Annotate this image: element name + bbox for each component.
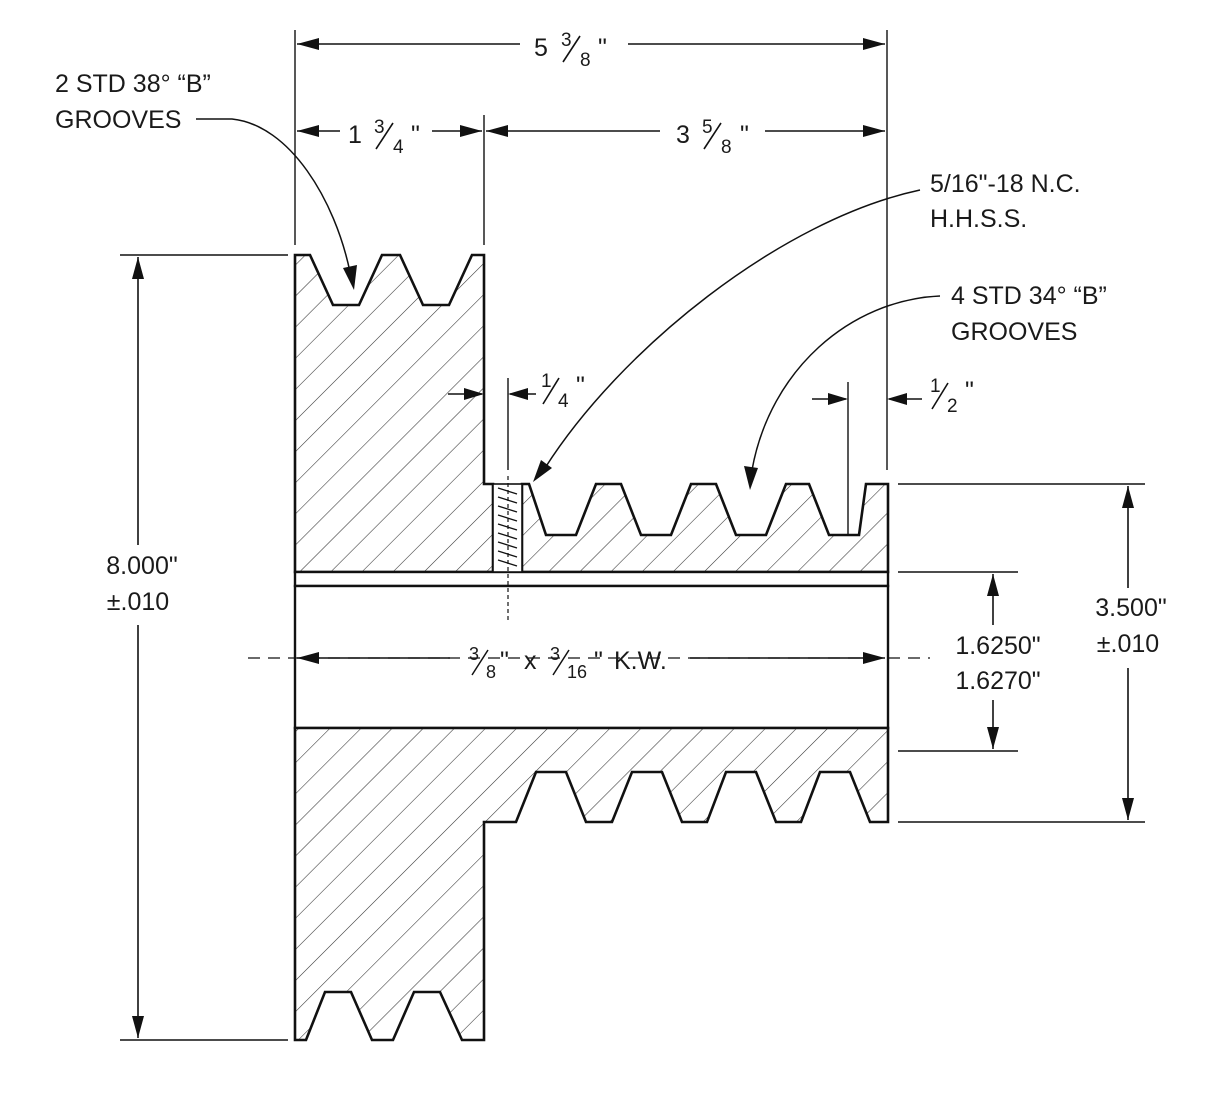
svg-text:": " (598, 34, 607, 62)
overall-length-label: 5 3 8 " (534, 30, 607, 71)
upper-section (293, 253, 495, 574)
svg-text:K.W.: K.W. (614, 647, 667, 675)
upper-small-hub-section (520, 482, 890, 574)
svg-text:": " (965, 377, 974, 405)
svg-text:8: 8 (721, 137, 732, 158)
svg-text:GROOVES: GROOVES (55, 106, 181, 134)
keyway-label: 3 8 " x 3 16 " K.W. (469, 644, 667, 682)
svg-text:": " (411, 121, 420, 149)
svg-text:": " (500, 647, 509, 675)
large-diameter-label: 8.000" ±.010 (106, 552, 177, 616)
svg-text:5/16"-18 N.C.: 5/16"-18 N.C. (930, 170, 1081, 198)
svg-text:": " (594, 647, 603, 675)
large-grooves-callout: 2 STD 38° “B” GROOVES (55, 70, 211, 134)
lower-section (293, 726, 890, 1042)
large-hub-length-label: 3 5 8 " (676, 117, 749, 158)
dimension-lines (132, 38, 1134, 1038)
bore (293, 584, 890, 730)
svg-text:1: 1 (541, 371, 552, 392)
svg-text:1.6250": 1.6250" (955, 632, 1040, 660)
svg-text:3.500": 3.500" (1095, 594, 1166, 622)
svg-text:3: 3 (561, 30, 572, 51)
svg-text:": " (740, 121, 749, 149)
svg-text:1: 1 (930, 376, 941, 397)
svg-text:": " (576, 372, 585, 400)
svg-text:x: x (524, 647, 537, 675)
svg-text:3: 3 (550, 644, 560, 664)
svg-text:3: 3 (469, 644, 479, 664)
svg-text:3: 3 (676, 121, 690, 149)
svg-text:H.H.S.S.: H.H.S.S. (930, 205, 1027, 233)
svg-text:GROOVES: GROOVES (951, 318, 1077, 346)
svg-text:±.010: ±.010 (1097, 630, 1159, 658)
leader-lines (196, 118, 941, 490)
svg-text:2 STD 38° “B”: 2 STD 38° “B” (55, 70, 211, 98)
svg-text:16: 16 (567, 662, 587, 682)
svg-text:±.010: ±.010 (107, 588, 169, 616)
svg-text:4 STD 34° “B”: 4 STD 34° “B” (951, 282, 1107, 310)
groove-end-offset-label: 1 2 " (930, 376, 974, 417)
svg-text:2: 2 (947, 396, 958, 417)
svg-text:5: 5 (702, 117, 713, 138)
bore-diameter-label: 1.6250" 1.6270" (955, 632, 1040, 695)
small-hub-length-label: 1 3 4 " (348, 117, 420, 158)
svg-text:8.000": 8.000" (106, 552, 177, 580)
extension-lines (120, 30, 1145, 1041)
setscrew-offset-label: 1 4 " (541, 371, 585, 412)
keyway-slot (293, 570, 890, 588)
svg-text:3: 3 (374, 117, 385, 138)
svg-text:8: 8 (486, 662, 496, 682)
svg-text:5: 5 (534, 34, 548, 62)
pulley-cross-section (293, 253, 890, 1042)
setscrew-callout: 5/16"-18 N.C. H.H.S.S. (930, 170, 1081, 233)
set-screw (492, 476, 523, 620)
small-grooves-callout: 4 STD 34° “B” GROOVES (951, 282, 1107, 346)
small-diameter-label: 3.500" ±.010 (1095, 594, 1166, 658)
svg-text:8: 8 (580, 50, 591, 71)
svg-text:4: 4 (558, 391, 569, 412)
svg-text:1.6270": 1.6270" (955, 667, 1040, 695)
svg-text:4: 4 (393, 137, 404, 158)
svg-text:1: 1 (348, 121, 362, 149)
